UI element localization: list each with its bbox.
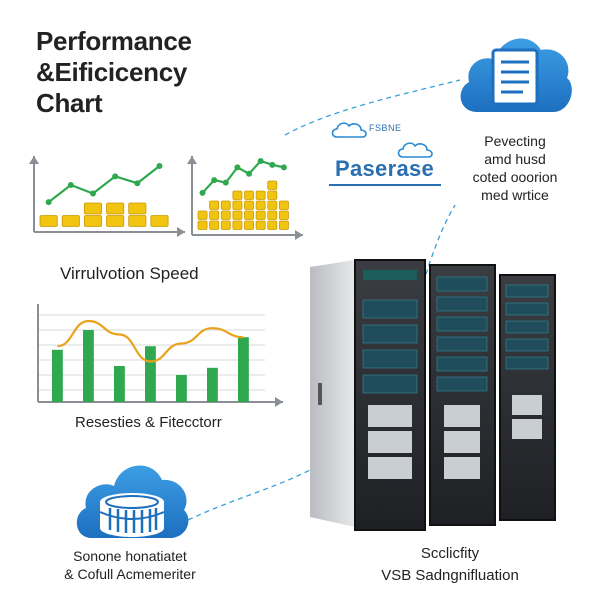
right-caption-line-3: coted ooorion bbox=[472, 169, 558, 185]
bar-block bbox=[255, 200, 266, 210]
bar-block bbox=[267, 190, 278, 200]
bar-block bbox=[255, 190, 266, 200]
efficiency-label: Resesties & Fitecctorr bbox=[75, 414, 222, 431]
page-title: Performance &Eificicency Chart bbox=[36, 26, 192, 119]
bar bbox=[238, 337, 249, 402]
trend-curve bbox=[57, 319, 244, 363]
bar-block bbox=[232, 220, 243, 230]
trend-point bbox=[211, 177, 218, 184]
bar bbox=[52, 349, 63, 402]
bar-block bbox=[83, 215, 103, 227]
bar-block bbox=[61, 215, 80, 227]
bottom-left-caption-line-2: & Cofull Acmemeriter bbox=[64, 566, 196, 582]
speed-label: Virrulvotion Speed bbox=[60, 264, 199, 283]
bar-block bbox=[244, 210, 254, 220]
right-caption-line-4: med wrtice bbox=[481, 187, 549, 203]
brand-name: Paserase bbox=[335, 156, 435, 181]
bar-block bbox=[106, 202, 125, 215]
cloud-outline-icon bbox=[397, 142, 433, 158]
bar-block bbox=[209, 210, 220, 220]
chart-efficiency bbox=[37, 304, 283, 407]
trend-point bbox=[45, 199, 52, 206]
bar-block bbox=[244, 200, 254, 210]
trend-point bbox=[234, 164, 241, 171]
bar-block bbox=[255, 210, 266, 220]
bar bbox=[83, 330, 94, 402]
bar-block bbox=[209, 200, 220, 210]
trend-point bbox=[89, 190, 96, 197]
bar-block bbox=[197, 210, 208, 220]
server-rack-icon bbox=[310, 259, 556, 531]
trend-point bbox=[269, 161, 276, 168]
right-caption-line-1: Pevecting bbox=[484, 133, 546, 149]
brand-logo: FSBNE Paserase bbox=[325, 118, 455, 188]
bar-block bbox=[267, 220, 278, 230]
x-axis-arrow bbox=[295, 230, 303, 240]
trend-point bbox=[134, 180, 141, 187]
bar bbox=[207, 367, 218, 402]
x-axis-arrow bbox=[177, 227, 185, 237]
trend-point bbox=[246, 170, 253, 177]
bar-block bbox=[244, 220, 254, 230]
right-caption-line-2: amd husd bbox=[484, 151, 546, 167]
bottom-left-caption: Sonone honatiatet & Cofull Acmemeriter bbox=[30, 547, 230, 583]
bar-block bbox=[232, 200, 243, 210]
bar bbox=[176, 375, 187, 402]
trend-point bbox=[112, 173, 119, 180]
bar-block bbox=[128, 215, 147, 227]
bar-block bbox=[244, 190, 254, 200]
bottom-right-caption-line-2: VSB Sadngnifluation bbox=[381, 567, 519, 584]
bar-block bbox=[106, 215, 125, 227]
bar-block bbox=[197, 220, 208, 230]
trend-point bbox=[156, 163, 163, 169]
trend-point bbox=[199, 189, 206, 196]
trend-point bbox=[67, 181, 74, 188]
chart-speed-left bbox=[29, 156, 185, 237]
bar-block bbox=[278, 200, 289, 210]
cloud-document-icon bbox=[460, 38, 572, 112]
bar-block bbox=[150, 215, 169, 227]
bar bbox=[145, 346, 156, 402]
bar-block bbox=[255, 220, 266, 230]
bottom-right-caption-line-1: Scclicfity bbox=[420, 545, 480, 562]
bar-block bbox=[278, 210, 289, 220]
brand-underline bbox=[329, 184, 441, 186]
bar-block bbox=[39, 215, 58, 227]
trend-line bbox=[47, 165, 161, 204]
x-axis-arrow bbox=[275, 397, 283, 407]
bar-block bbox=[220, 210, 231, 220]
bar-block bbox=[220, 220, 231, 230]
bar-block bbox=[267, 210, 278, 220]
cloud-database-icon bbox=[76, 465, 189, 538]
bar-block bbox=[232, 210, 243, 220]
title-line-3: Chart bbox=[36, 88, 103, 118]
brand-tag: FSBNE bbox=[369, 123, 402, 133]
bar-block bbox=[209, 220, 220, 230]
bottom-left-caption-line-1: Sonone honatiatet bbox=[73, 548, 187, 564]
right-caption: Pevecting amd husd coted ooorion med wrt… bbox=[455, 132, 575, 204]
chart-speed-right bbox=[187, 156, 303, 240]
trend-point bbox=[280, 164, 287, 171]
y-axis-arrow bbox=[29, 156, 39, 164]
bar-block bbox=[128, 202, 147, 215]
bar-block bbox=[232, 190, 243, 200]
bar-block bbox=[83, 202, 103, 215]
bar-block bbox=[220, 200, 231, 210]
trend-point bbox=[222, 179, 229, 186]
trend-point bbox=[257, 158, 264, 164]
bottom-right-caption: Scclicfity VSB Sadngnifluation bbox=[350, 543, 550, 587]
cloud-outline-icon bbox=[331, 122, 367, 138]
y-axis-arrow bbox=[187, 156, 197, 164]
title-line-2: &Eificicency bbox=[36, 57, 188, 87]
title-line-1: Performance bbox=[36, 26, 192, 56]
bar bbox=[114, 366, 125, 402]
bar-block bbox=[278, 220, 289, 230]
bar-block bbox=[267, 200, 278, 210]
bar-block bbox=[267, 180, 278, 190]
